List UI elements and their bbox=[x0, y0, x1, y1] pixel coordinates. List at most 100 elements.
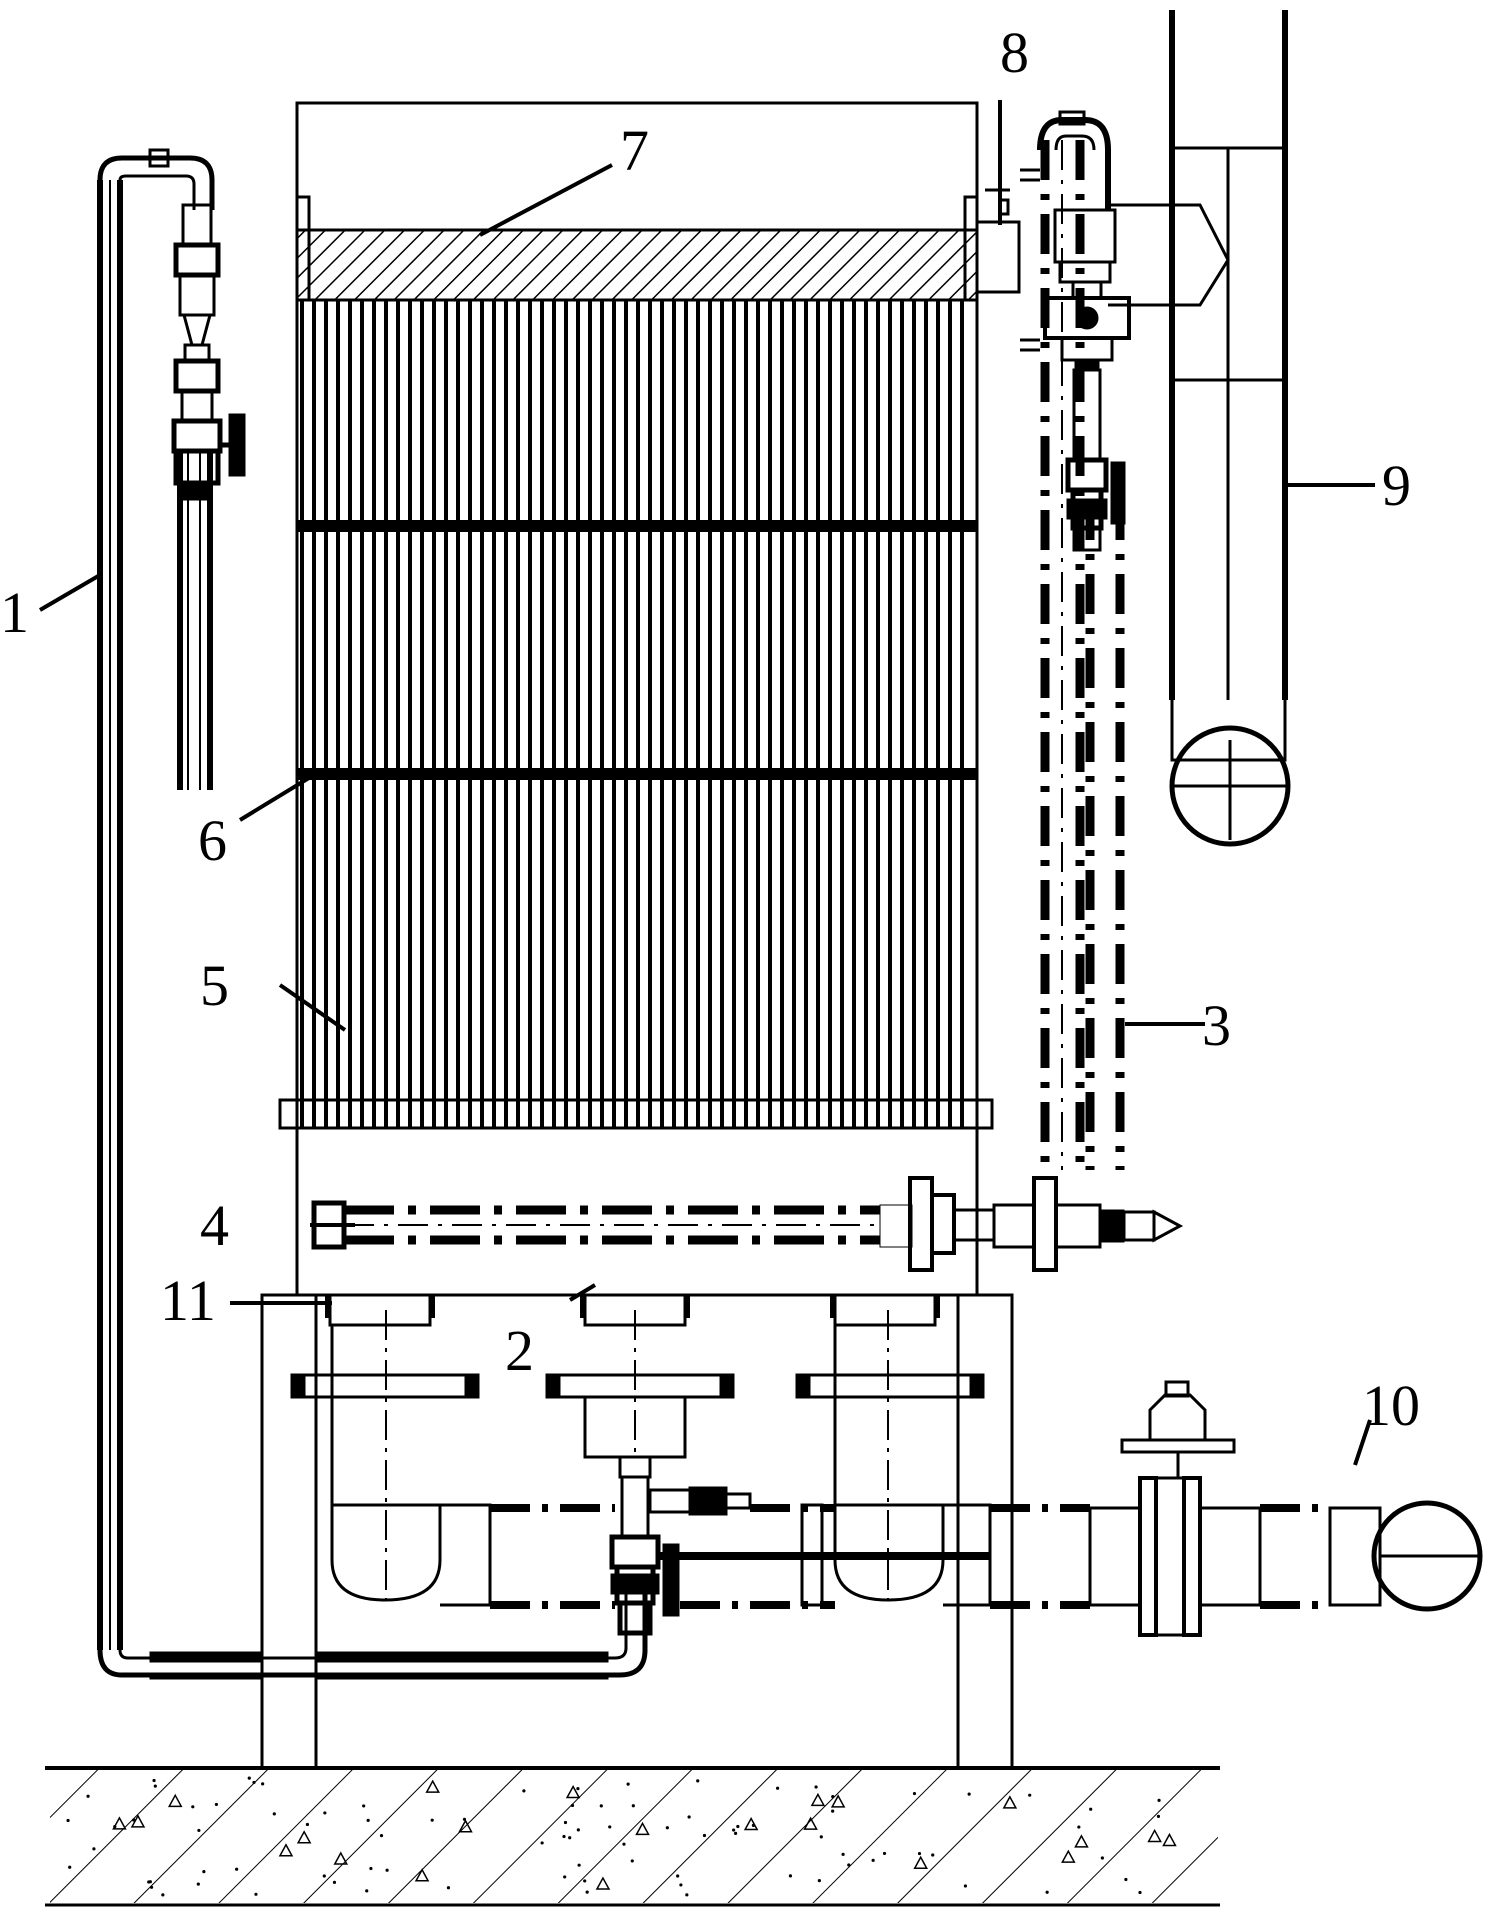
ground-speckle bbox=[1124, 1877, 1128, 1882]
ground-speckle bbox=[153, 1784, 157, 1788]
ground-speckle bbox=[1156, 1814, 1161, 1818]
ground-speckle bbox=[1077, 1825, 1081, 1829]
ground-speckle bbox=[68, 1865, 72, 1869]
ground-speckle bbox=[788, 1874, 793, 1878]
ground-speckle bbox=[676, 1874, 680, 1878]
ground-aggregate bbox=[565, 1784, 581, 1799]
ground-slab bbox=[45, 1766, 1220, 1907]
ground-speckle bbox=[776, 1786, 780, 1790]
leader-lines bbox=[38, 100, 1375, 1466]
left-valve-assembly bbox=[171, 203, 246, 501]
ground-speckle bbox=[214, 1802, 219, 1807]
ground-speckle bbox=[1045, 1890, 1049, 1894]
ground-speckle bbox=[831, 1795, 835, 1799]
bottom-outlet-right bbox=[795, 1293, 992, 1607]
ground-speckle bbox=[696, 1779, 700, 1783]
ground-aggregate bbox=[278, 1843, 294, 1857]
ground-speckle bbox=[630, 1859, 634, 1863]
ground-speckle bbox=[577, 1863, 581, 1867]
ground-speckle bbox=[261, 1782, 265, 1786]
ground-speckle bbox=[563, 1875, 567, 1879]
right-tee-duct bbox=[1108, 10, 1291, 847]
ground-aggregate bbox=[1162, 1832, 1177, 1847]
ground-speckle bbox=[576, 1828, 580, 1832]
label-6: 6 bbox=[198, 808, 227, 873]
ground-speckle bbox=[92, 1847, 96, 1851]
ground-speckle bbox=[366, 1818, 370, 1823]
ground-speckle bbox=[734, 1831, 738, 1835]
bottom-outlet-left bbox=[290, 1293, 492, 1607]
ground-speckle bbox=[362, 1804, 366, 1808]
right-vertical-pipe bbox=[1020, 110, 1125, 1170]
ground-aggregate bbox=[130, 1814, 146, 1828]
ground-speckle bbox=[599, 1804, 603, 1808]
ground-speckle bbox=[931, 1853, 935, 1857]
label-7: 7 bbox=[620, 118, 649, 183]
ground-aggregate bbox=[913, 1855, 928, 1869]
ground-speckle bbox=[687, 1815, 691, 1819]
ground-speckle bbox=[197, 1828, 201, 1833]
ground-speckle bbox=[631, 1804, 635, 1808]
ground-speckle bbox=[379, 1834, 384, 1838]
ground-speckle bbox=[702, 1833, 707, 1838]
ground-speckle bbox=[1089, 1807, 1093, 1811]
ground-speckle bbox=[841, 1852, 845, 1856]
ground-aggregate bbox=[167, 1793, 183, 1808]
ground-aggregate bbox=[333, 1851, 349, 1865]
ground-speckle bbox=[583, 1879, 587, 1883]
ground-speckle bbox=[831, 1809, 835, 1813]
ground-speckle bbox=[1028, 1793, 1032, 1797]
ground-speckle bbox=[622, 1842, 626, 1846]
ground-speckle bbox=[585, 1890, 589, 1894]
ground-speckle bbox=[1157, 1798, 1161, 1802]
ground-speckle bbox=[272, 1812, 276, 1816]
ground-speckle bbox=[161, 1893, 165, 1897]
ground-speckle bbox=[66, 1818, 70, 1823]
ground-speckle bbox=[847, 1863, 851, 1867]
label-2: 2 bbox=[505, 1318, 534, 1383]
support-frame bbox=[260, 1293, 1014, 1770]
ground-speckle bbox=[385, 1868, 389, 1872]
ground-speckle bbox=[191, 1805, 195, 1809]
ground-speckle bbox=[626, 1782, 630, 1786]
ground-speckle bbox=[202, 1869, 206, 1874]
ground-aggregate bbox=[635, 1821, 650, 1836]
ground-aggregate bbox=[414, 1868, 430, 1882]
bottom-outlet-middle bbox=[545, 1293, 752, 1636]
ground-aggregate bbox=[296, 1830, 312, 1844]
ground-speckle bbox=[305, 1822, 310, 1827]
ground-speckle bbox=[323, 1811, 327, 1815]
ground-aggregate bbox=[810, 1792, 826, 1807]
ground-speckle bbox=[86, 1794, 90, 1798]
ground-speckle bbox=[608, 1825, 612, 1829]
ground-speckle bbox=[446, 1886, 451, 1890]
reference-labels: 1 2 3 4 5 6 7 8 9 10 11 bbox=[0, 20, 1420, 1438]
ground-aggregate bbox=[1147, 1828, 1162, 1843]
ground-aggregate bbox=[458, 1819, 473, 1833]
ground-aggregate bbox=[595, 1876, 611, 1890]
ground-speckle bbox=[1138, 1890, 1142, 1895]
ground-speckle bbox=[967, 1792, 971, 1796]
ground-speckle bbox=[563, 1820, 568, 1825]
ground-speckle bbox=[732, 1828, 736, 1832]
horizontal-aeration-pipe bbox=[311, 1176, 1184, 1272]
ground-speckle bbox=[369, 1866, 373, 1871]
label-1: 1 bbox=[0, 580, 29, 645]
ground-speckle bbox=[332, 1880, 337, 1884]
ground-speckle bbox=[322, 1874, 326, 1878]
ground-speckle bbox=[736, 1824, 740, 1829]
membrane-module bbox=[278, 300, 994, 1130]
ground-aggregate bbox=[1074, 1834, 1089, 1848]
collector-pipe bbox=[490, 1380, 1483, 1637]
ground-speckle bbox=[665, 1826, 669, 1830]
left-return-pipe bbox=[97, 148, 648, 1680]
ground-aggregate bbox=[830, 1794, 846, 1808]
ground-speckle bbox=[196, 1882, 200, 1886]
label-9: 9 bbox=[1382, 453, 1411, 518]
label-4: 4 bbox=[200, 1193, 229, 1258]
ground-speckle bbox=[365, 1889, 369, 1893]
ground-speckle bbox=[1100, 1856, 1104, 1860]
ground-speckle bbox=[817, 1879, 821, 1883]
ground-speckle bbox=[871, 1858, 875, 1862]
